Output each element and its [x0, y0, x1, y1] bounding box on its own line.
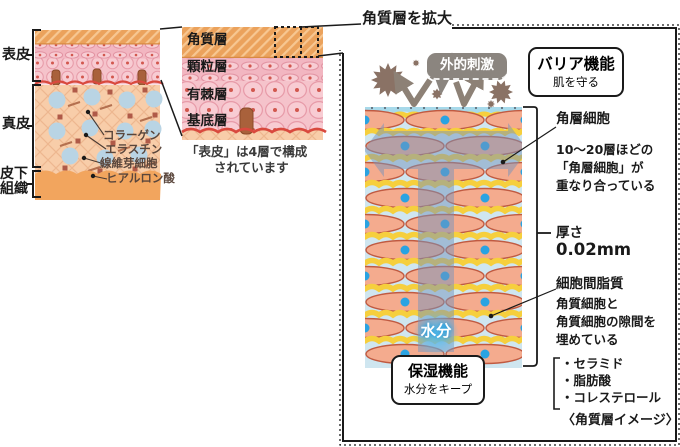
corneocyte-desc-1: 10～20層ほどの: [556, 142, 654, 157]
component-leader-lines: [81, 109, 108, 180]
barrier-function-box: バリア機能 肌を守る: [528, 47, 624, 97]
region-brackets: [27, 29, 41, 198]
panel-title-enlarge-corneum: 角質層を拡大: [362, 9, 453, 27]
epidermis-caption-2: されています: [214, 160, 289, 175]
lipid-desc-2: 角質細胞の隙間を: [556, 314, 657, 329]
label-basal-layer: 基底層: [187, 113, 228, 129]
water-arrow: [365, 123, 522, 352]
label-fibroblast: 線維芽細胞: [100, 156, 158, 170]
label-intercellular-lipid: 細胞間脂質: [556, 276, 624, 292]
magnified-area-dashed-box: [274, 26, 319, 58]
barrier-title: バリア機能: [537, 55, 615, 73]
label-thickness: 厚さ: [556, 225, 583, 241]
annotation-lines: [490, 106, 560, 410]
lipid-item-ceramide: ・セラミド: [561, 356, 624, 371]
skin-cross-section: [27, 29, 164, 200]
label-elastin: エラスチン: [105, 142, 163, 156]
lipid-desc-1: 角質細胞と: [556, 296, 619, 311]
label-stratum-corneum: 角質層: [187, 32, 228, 48]
thickness-value: 0.02mm: [556, 240, 632, 259]
label-dermis: 真皮: [2, 116, 30, 132]
lipid-item-cholesterol: ・コレステロール: [561, 390, 662, 405]
bubble-tail: [435, 78, 450, 95]
reflect-arrow-icon: [393, 66, 485, 107]
barrier-subtitle: 肌を守る: [553, 75, 599, 89]
corneum-frame-box: [339, 24, 680, 446]
lipid-desc-3: 埋めている: [556, 332, 619, 347]
label-hyaluronic-acid: ヒアルロン酸: [106, 171, 175, 185]
corneum-image-caption: 〈角質層イメージ〉: [562, 413, 679, 428]
leader-dot: [500, 159, 506, 165]
label-subcutis-1: 皮下: [0, 166, 28, 182]
leader-dot: [488, 313, 494, 319]
label-collagen: コラーゲン: [103, 128, 161, 142]
label-subcutis-2: 組織: [0, 181, 28, 197]
moisture-glow: [413, 311, 459, 357]
label-granular-layer: 顆粒層: [187, 59, 228, 75]
epidermis-caption-1: 「表皮」は4層で構成: [186, 144, 308, 159]
epidermis-panel: [181, 26, 327, 140]
corneocyte-desc-2: 「角層細胞」が: [556, 160, 644, 175]
label-corneocyte: 角層細胞: [556, 111, 610, 127]
lipid-item-fatty-acid: ・脂肪酸: [561, 373, 612, 388]
magnify-connector-lines: [159, 23, 362, 137]
label-spinous-layer: 有棘層: [187, 87, 228, 103]
moisturizing-title: 保湿機能: [407, 362, 468, 380]
external-stimulus-bubble: 外的刺激: [427, 53, 507, 80]
label-moisture: 水分: [420, 322, 452, 340]
label-epidermis: 表皮: [2, 47, 30, 63]
moisturizing-function-box: 保湿機能 水分をキープ: [391, 355, 485, 405]
moisturizing-subtitle: 水分をキープ: [403, 382, 473, 396]
corneocyte-desc-3: 重なり合っている: [556, 178, 656, 193]
